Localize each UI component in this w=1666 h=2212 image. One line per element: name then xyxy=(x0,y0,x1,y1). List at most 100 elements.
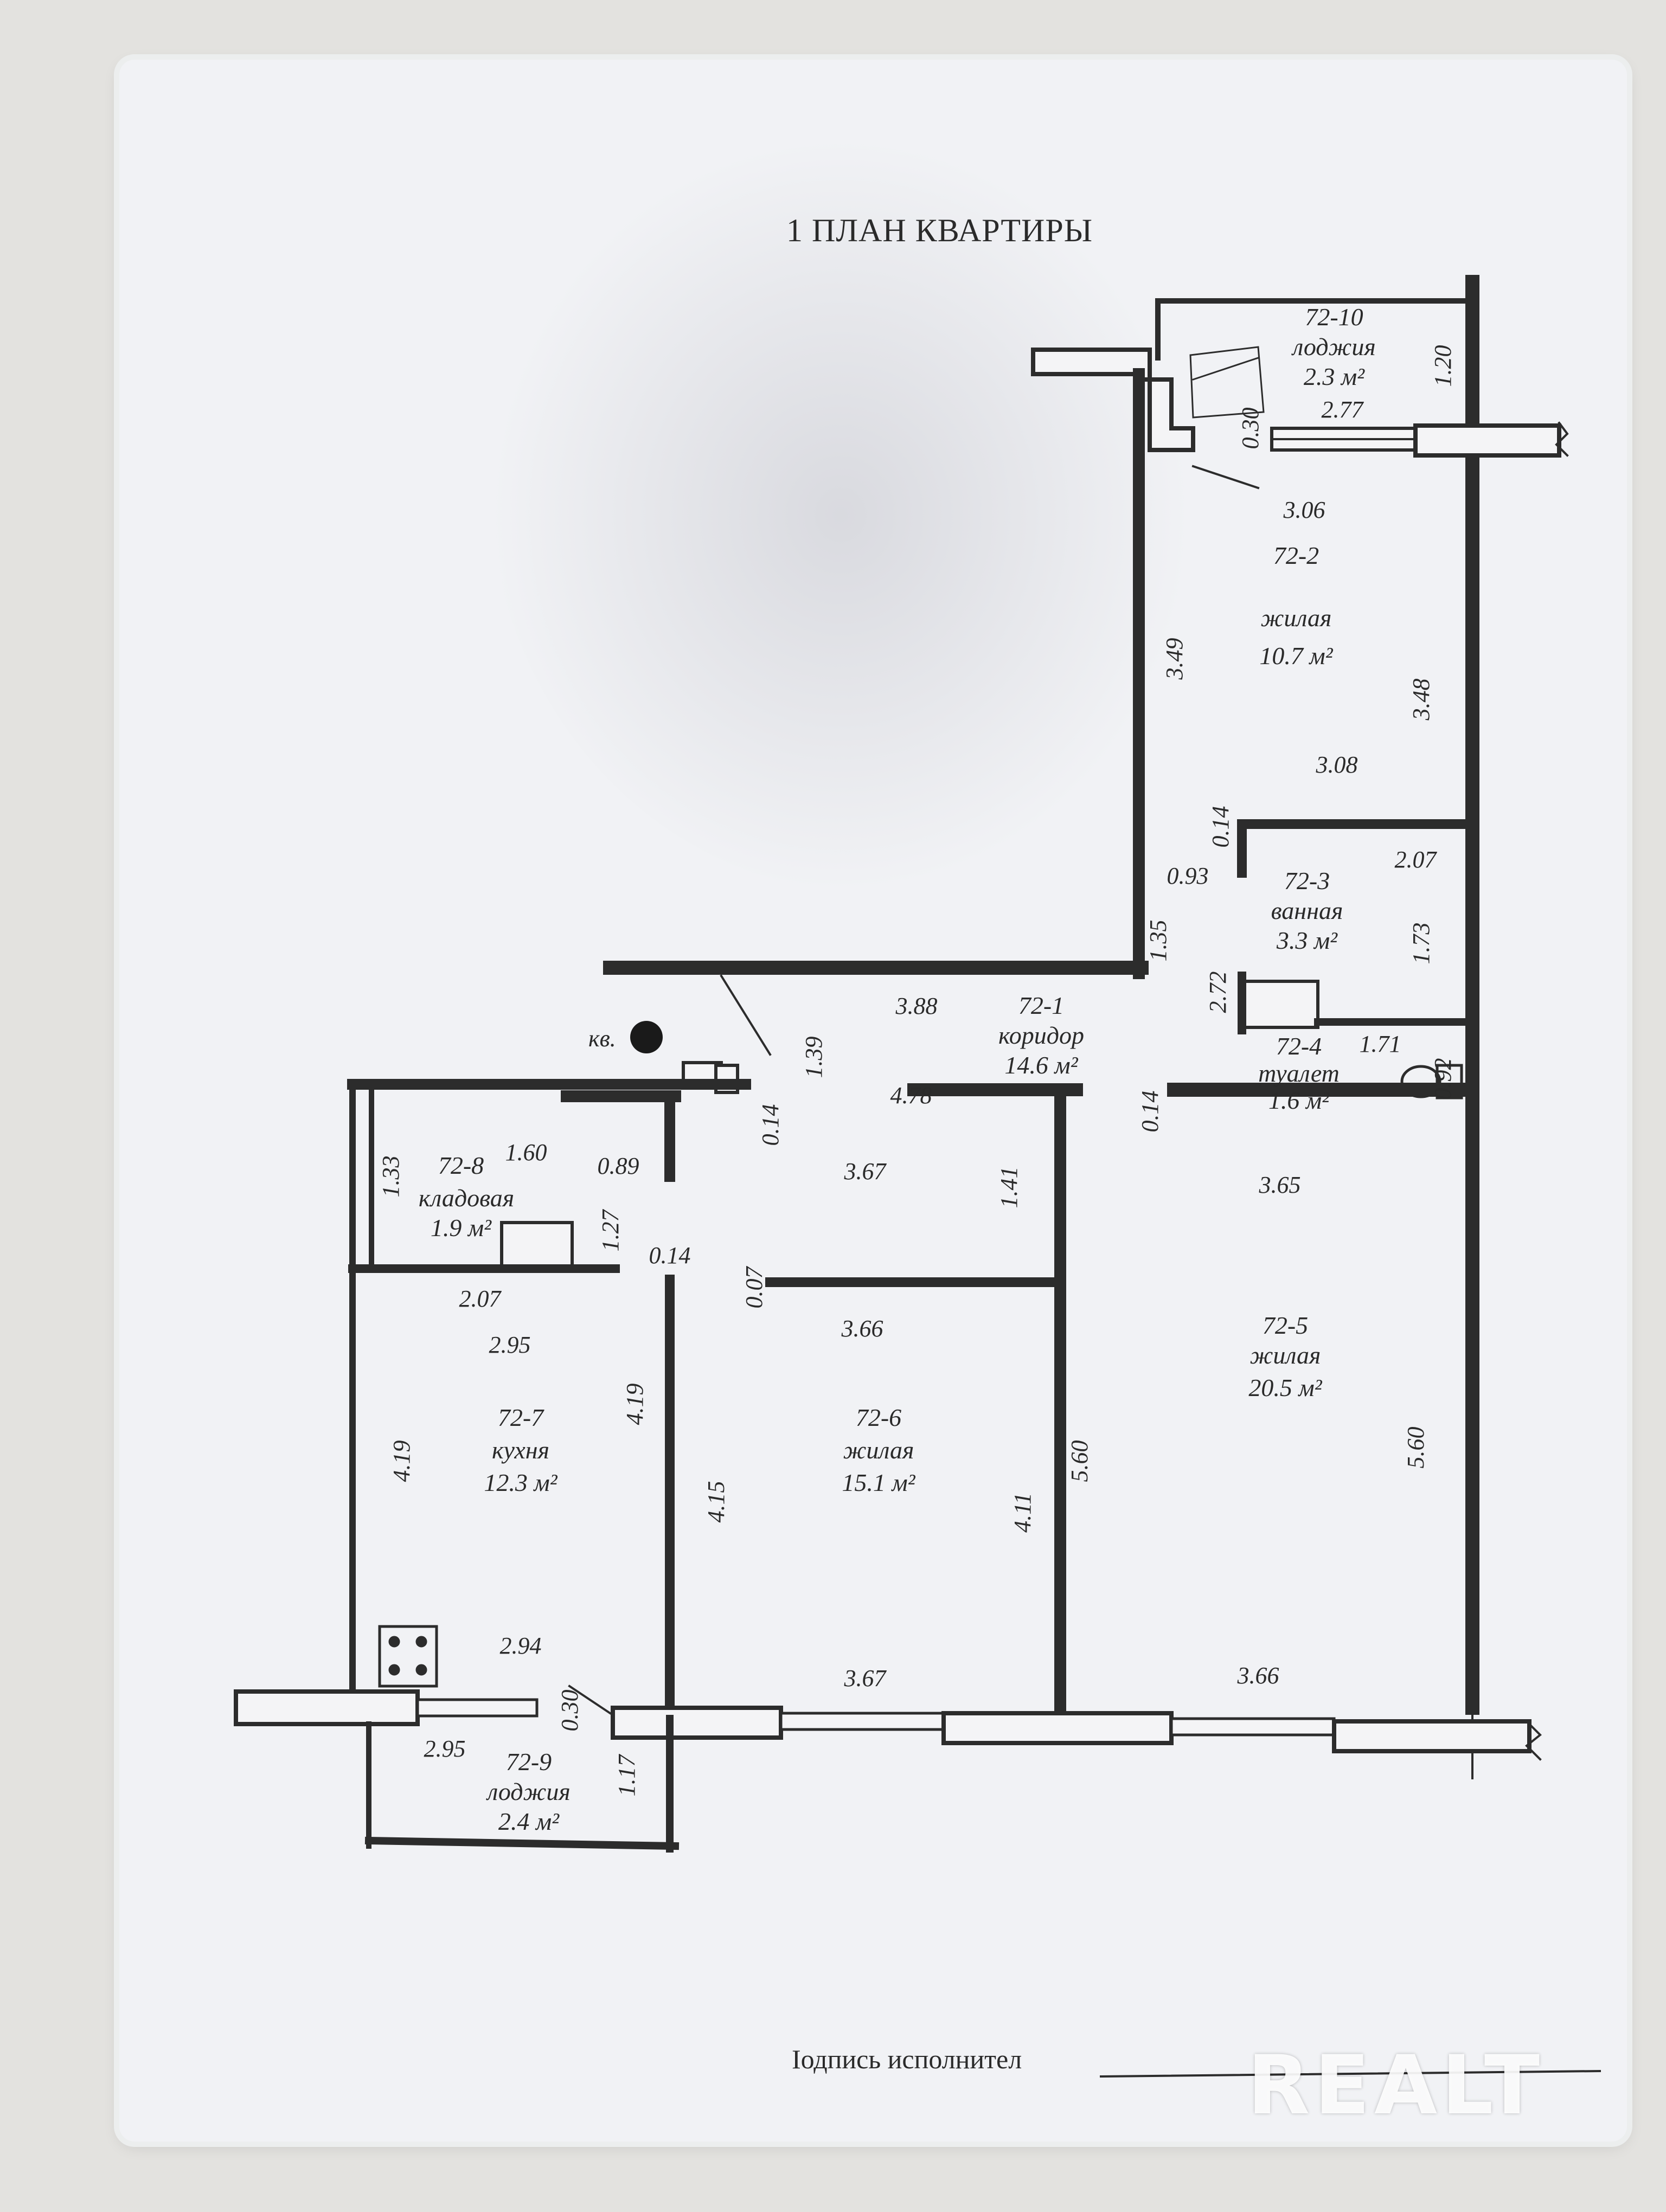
dim-label: 3.48 xyxy=(1408,679,1434,721)
room-id: 72-5 xyxy=(1263,1311,1308,1339)
room-name: лоджия xyxy=(485,1778,570,1805)
dim-label: 4.15 xyxy=(703,1481,729,1523)
wall-block-top-right xyxy=(1413,423,1561,458)
toilet-fixture xyxy=(1400,1065,1441,1098)
stove-burner-1 xyxy=(388,1636,400,1648)
dim-label: 0.14 xyxy=(1137,1091,1163,1133)
dimensions: 1.20 2.77 0.30 3.06 3.49 3.48 3.08 0.14 … xyxy=(377,345,1456,1797)
room-area: 2.3 м² xyxy=(1304,363,1365,390)
room-id: 72-6 xyxy=(856,1404,901,1431)
room-72-10: 72-10 лоджия 2.3 м² xyxy=(1291,303,1375,390)
dim-label: 4.19 xyxy=(621,1384,648,1425)
room-name: коридор xyxy=(998,1021,1084,1049)
photo-shadow xyxy=(488,136,1193,895)
dim-label: 0.14 xyxy=(649,1242,691,1269)
dim-label: 3.67 xyxy=(844,1665,887,1692)
room-id: 72-7 xyxy=(498,1404,544,1431)
room-name: жилая xyxy=(843,1436,914,1464)
dim-label: 3.66 xyxy=(841,1315,883,1342)
dim-label: 0.93 xyxy=(1167,863,1209,889)
wall-bottom-block-4 xyxy=(1332,1719,1532,1753)
room-72-7: 72-7 кухня 12.3 м² xyxy=(484,1404,558,1496)
dim-label: 3.65 xyxy=(1259,1172,1301,1198)
wall-bottom-left-block xyxy=(234,1689,420,1726)
room-area: 14.6 м² xyxy=(1004,1051,1078,1079)
room-id: 72-9 xyxy=(506,1748,552,1776)
dim-label: 3.08 xyxy=(1316,751,1358,778)
window-room6 xyxy=(779,1712,945,1731)
dim-label: 1.20 xyxy=(1430,345,1456,387)
room-72-2: 72-2 жилая 10.7 м² xyxy=(1259,542,1333,670)
room-id: 72-1 xyxy=(1018,992,1064,1019)
room-72-6: 72-6 жилая 15.1 м² xyxy=(842,1404,915,1496)
dim-label: 3.66 xyxy=(1237,1662,1279,1689)
break-mark-bottom xyxy=(1525,1722,1542,1761)
dim-label: 5.60 xyxy=(1402,1427,1429,1469)
dim-label: 0.14 xyxy=(1207,806,1234,848)
window-room5 xyxy=(1170,1717,1336,1737)
signature-line xyxy=(1099,2069,1601,2078)
dim-label: 0.07 xyxy=(741,1266,767,1309)
stove-burner-3 xyxy=(388,1664,400,1676)
wall-bottom-block-3 xyxy=(941,1711,1174,1745)
apartment-marker-label: кв. xyxy=(588,1025,616,1052)
dim-label: 2.07 xyxy=(1395,846,1438,873)
dim-label: 2.95 xyxy=(489,1332,531,1358)
stove-burner-4 xyxy=(415,1664,427,1676)
loggia-radiator xyxy=(1189,346,1265,419)
wall-loggia9-bottom xyxy=(364,1836,680,1850)
room-name: лоджия xyxy=(1291,333,1375,361)
dim-label: 3.88 xyxy=(895,993,938,1019)
room-name: кухня xyxy=(492,1436,549,1464)
signature-label: Іодпись исполнител xyxy=(792,2044,1022,2074)
room-72-9: 72-9 лоджия 2.4 м² xyxy=(485,1748,570,1835)
dim-label: 0.30 xyxy=(556,1690,583,1732)
stove xyxy=(378,1625,438,1688)
dim-label: 1.73 xyxy=(1408,923,1434,964)
wall-bottom-block-2 xyxy=(611,1706,783,1740)
room-area: 20.5 м² xyxy=(1248,1374,1322,1401)
door-swing-bedroom xyxy=(1191,465,1260,490)
plan-title: 1 ПЛАН КВАРТИРЫ xyxy=(786,213,1093,248)
room-name: жилая xyxy=(1250,1341,1321,1369)
room-area: 15.1 м² xyxy=(842,1469,915,1496)
break-mark-top xyxy=(1555,421,1569,457)
apartment-marker-dot xyxy=(630,1021,663,1053)
dim-label: 0.92 xyxy=(1430,1058,1456,1100)
dim-label: 1.17 xyxy=(613,1754,640,1797)
room-72-3: 72-3 ванная 3.3 м² xyxy=(1271,867,1343,954)
dim-label: 2.94 xyxy=(500,1632,542,1659)
room-id: 72-2 xyxy=(1273,542,1319,569)
bathroom-fixture xyxy=(1240,980,1319,1029)
room-name: кладовая xyxy=(419,1184,514,1212)
dim-label: 1.60 xyxy=(505,1139,547,1166)
room-72-1: 72-1 коридор 14.6 м² xyxy=(998,992,1084,1079)
dim-label: 2.07 xyxy=(459,1285,502,1312)
room-name: жилая xyxy=(1261,604,1332,632)
room-id: 72-10 xyxy=(1305,303,1363,331)
wall-thick-loggia xyxy=(1031,348,1195,452)
room-name: туалет xyxy=(1258,1059,1340,1087)
dim-label: 3.49 xyxy=(1161,638,1188,680)
room-area: 2.4 м² xyxy=(498,1808,560,1835)
dim-label: 1.33 xyxy=(377,1156,404,1198)
dim-label: 0.14 xyxy=(757,1104,784,1146)
door-swing-corridor xyxy=(720,974,772,1056)
dim-label: 1.35 xyxy=(1145,920,1171,962)
dim-label: 4.78 xyxy=(890,1082,932,1109)
room-area: 10.7 м² xyxy=(1259,642,1333,670)
room-72-8: 72-8 кладовая 1.9 м² xyxy=(419,1152,514,1242)
dim-label: 1.71 xyxy=(1360,1031,1401,1057)
room-id: 72-8 xyxy=(438,1152,484,1179)
room-area: 1.6 м² xyxy=(1268,1086,1330,1114)
dim-label: 0.30 xyxy=(1237,408,1264,449)
room-area: 1.9 м² xyxy=(431,1214,492,1242)
dim-label: 3.67 xyxy=(844,1158,887,1185)
dim-label: 2.72 xyxy=(1204,972,1231,1013)
dim-label: 1.41 xyxy=(996,1167,1022,1208)
dim-label: 3.06 xyxy=(1283,497,1325,523)
door-swing-loggia xyxy=(568,1684,612,1715)
storage-shelf xyxy=(500,1221,574,1268)
dim-label: 5.60 xyxy=(1066,1441,1093,1482)
